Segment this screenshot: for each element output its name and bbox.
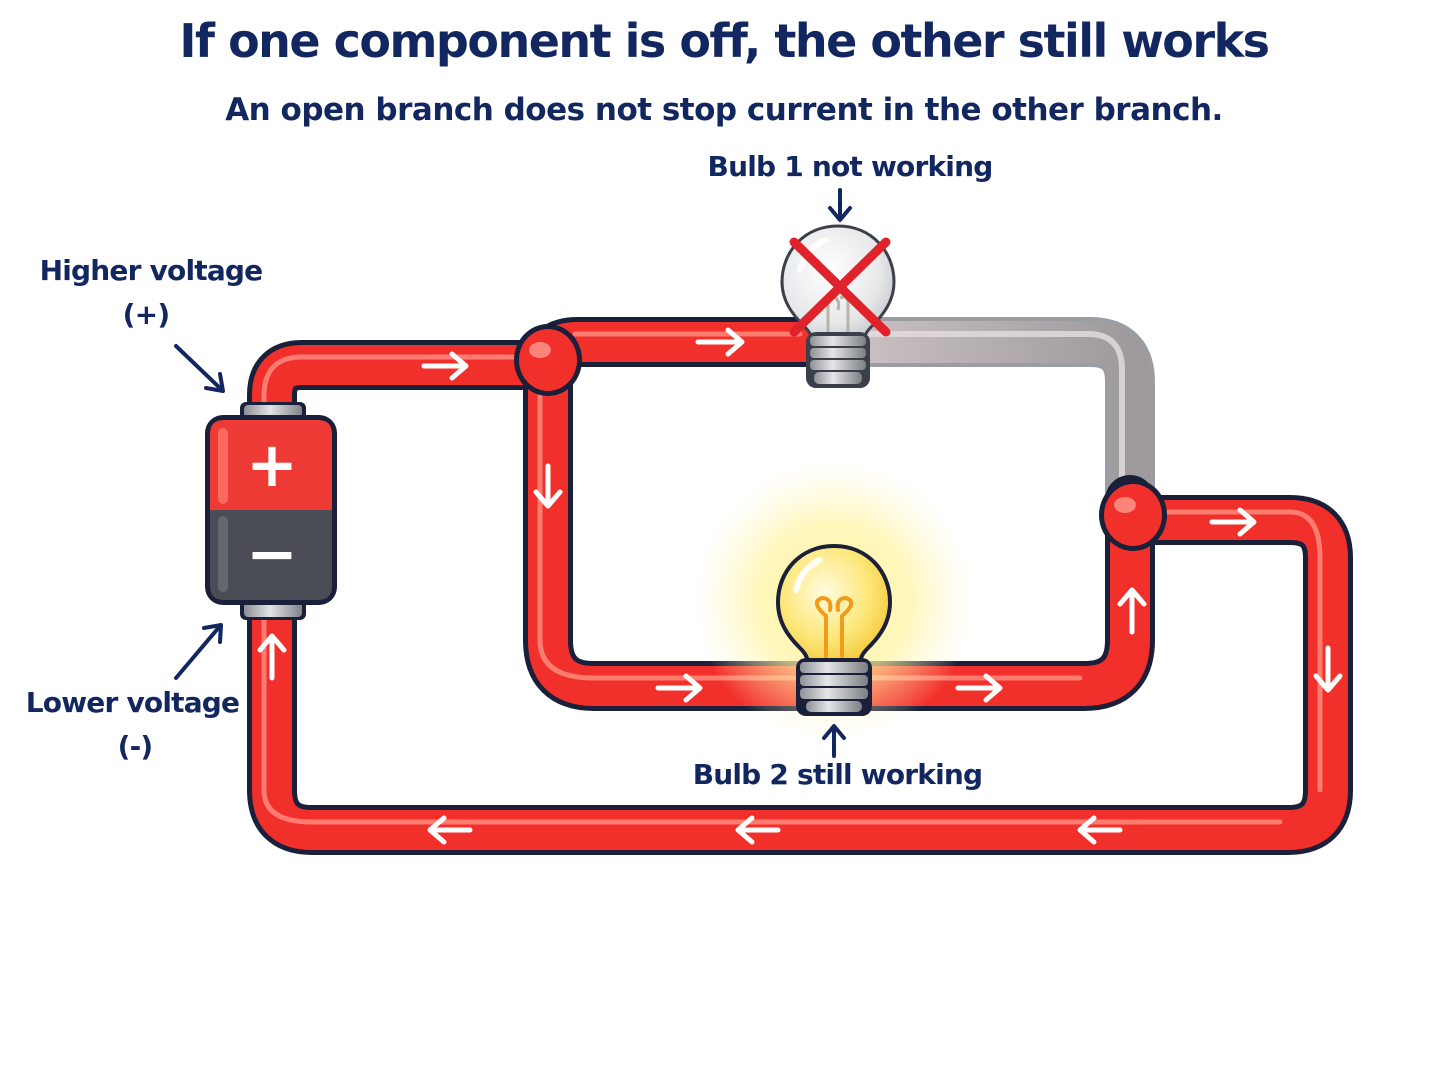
diagram-title: If one component is off, the other still… <box>179 14 1270 68</box>
lower-voltage-pointer-arrow <box>174 623 223 680</box>
arrow-right-icon <box>955 673 1003 703</box>
bulb2-pointer-arrow <box>822 724 846 758</box>
bulb2-on-icon <box>775 543 893 716</box>
bulb2-label: Bulb 2 still working <box>692 758 983 791</box>
battery: + − <box>205 402 337 620</box>
arrow-right-icon <box>695 327 745 357</box>
battery-minus-symbol: − <box>246 517 298 590</box>
higher-voltage-sign: (+) <box>122 298 170 331</box>
lower-voltage-sign: (-) <box>117 730 154 763</box>
arrow-right-icon <box>655 673 703 703</box>
higher-voltage-pointer-arrow <box>174 344 225 393</box>
arrow-left-icon <box>427 815 473 845</box>
arrow-down-icon <box>533 463 563 509</box>
battery-plus-symbol: + <box>246 428 298 501</box>
junction-a <box>514 324 582 396</box>
higher-voltage-label: Higher voltage <box>39 254 264 287</box>
arrow-left-icon <box>735 815 781 845</box>
open-branch-wire <box>835 317 1155 525</box>
arrow-right-icon <box>421 351 469 381</box>
junction-b <box>1099 479 1167 551</box>
diagram-subtitle: An open branch does not stop current in … <box>225 92 1223 128</box>
arrow-up-icon <box>257 633 287 681</box>
current-arrows <box>257 327 1343 845</box>
arrow-down-icon <box>1313 645 1343 693</box>
lower-voltage-label: Lower voltage <box>25 686 240 719</box>
arrow-left-icon <box>1077 815 1123 845</box>
arrow-right-icon <box>1209 507 1257 537</box>
arrow-up-icon <box>1117 587 1147 635</box>
broken-x-icon <box>789 237 891 337</box>
bulb1-label: Bulb 1 not working <box>707 150 994 183</box>
bulb1-pointer-arrow <box>828 188 852 222</box>
wire-highlight <box>261 331 1323 825</box>
